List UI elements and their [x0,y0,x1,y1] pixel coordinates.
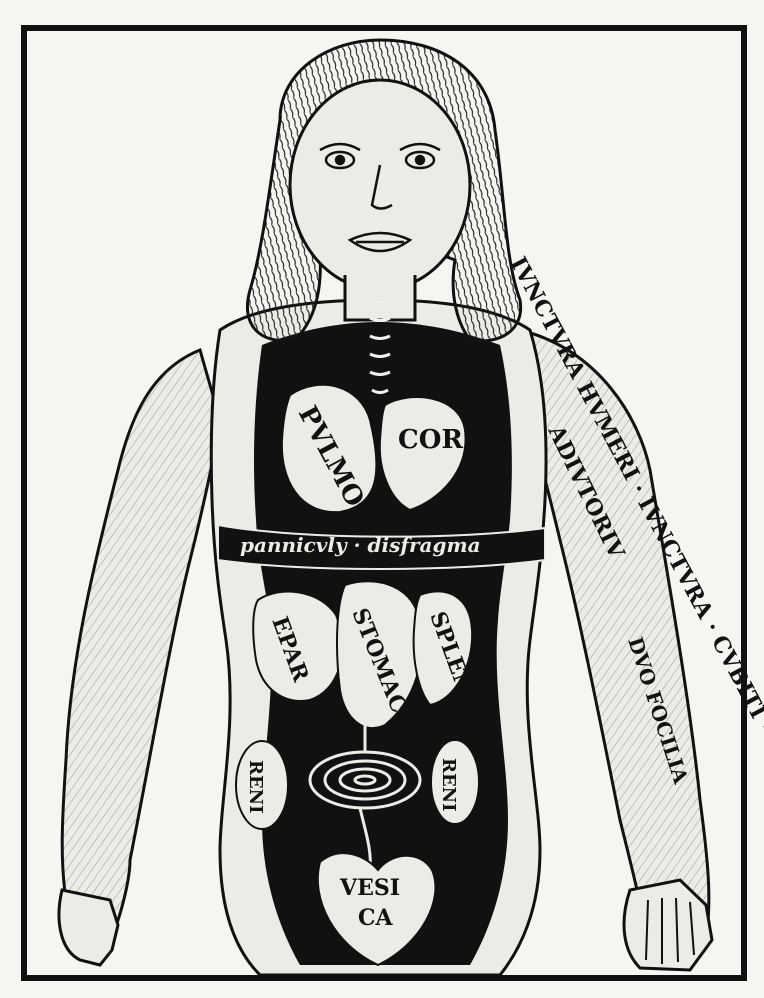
face [290,80,470,290]
neck [345,275,415,320]
label-cor: COR [398,425,463,455]
label-ren-left: RENI [245,760,266,814]
label-diaphragm: pannicvly · disfragma [240,533,481,557]
label-vesica-2: CA [358,905,394,931]
label-ren-right: RENI [438,758,459,812]
label-vesica-1: VESI [339,875,400,901]
